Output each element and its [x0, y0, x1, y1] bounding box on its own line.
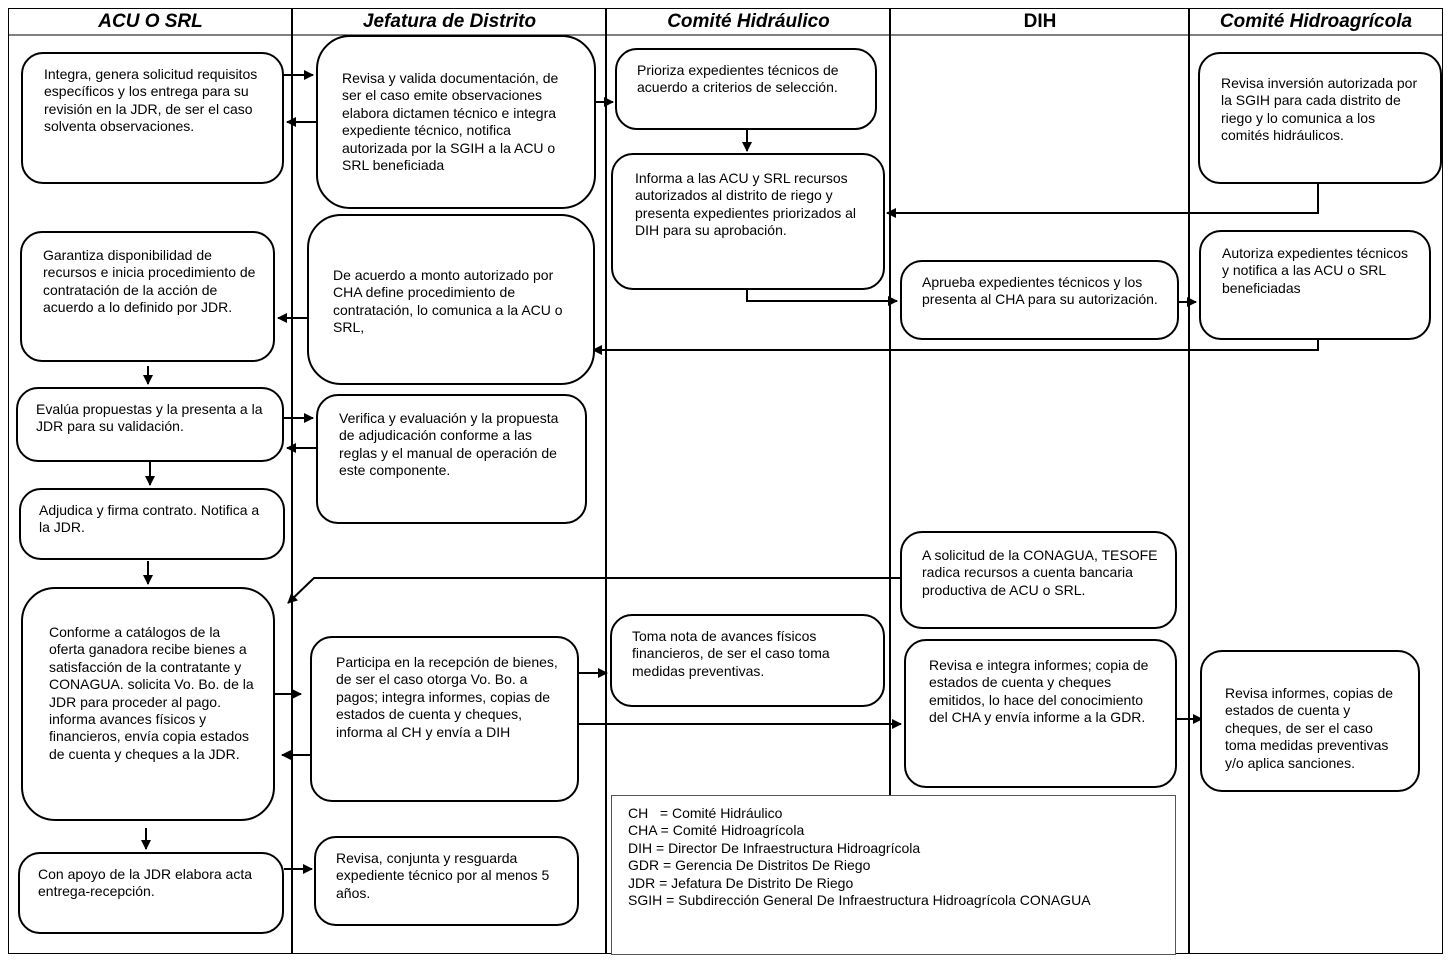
step-cha-autoriza: Autoriza expedientes técnicos y notifica… [1199, 230, 1431, 340]
arrow-dih-to-acu-conforme [287, 577, 900, 604]
step-jdr-revisa: Revisa y valida documentación, de ser el… [316, 35, 596, 209]
step-dih-integra: Revisa e integra informes; copia de esta… [904, 639, 1177, 788]
lane-header-dih: DIH [1023, 10, 1057, 32]
legend-line: DIH = Director De Infraestructura Hidroa… [628, 839, 921, 856]
step-jdr-monto: De acuerdo a monto autorizado por CHA de… [307, 214, 595, 385]
step-dih-solicitud: A solicitud de la CONAGUA, TESOFE radica… [900, 531, 1177, 629]
step-ch-toma: Toma nota de avances físicos financieros… [610, 614, 885, 707]
legend-line: CH = Comité Hidráulico [628, 805, 783, 821]
step-dih-aprueba: Aprueba expedientes técnicos y los prese… [900, 260, 1179, 340]
arrow-cha-to-ch [886, 184, 1319, 218]
step-jdr-resguarda: Revisa, conjunta y resguarda expediente … [314, 836, 579, 926]
legend-line: SGIH = Subdirección General De Infraestr… [628, 892, 1091, 909]
lane-header-ch: Comité Hidráulico [667, 10, 830, 32]
step-cha-informes: Revisa informes, copias de estados de cu… [1200, 650, 1420, 792]
step-ch-prioriza: Prioriza expedientes técnicos de acuerdo… [615, 48, 877, 130]
arrow-ch-to-dih [746, 290, 898, 306]
step-acu-garantiza: Garantiza disponibilidad de recursos e i… [20, 231, 275, 362]
arrow-cha-to-jdr [592, 340, 1319, 355]
legend-line: CHA = Comité Hidroagrícola [628, 822, 805, 839]
step-cha-inversion: Revisa inversión autorizada por la SGIH … [1198, 52, 1442, 184]
step-acu-conforme: Conforme a catálogos de la oferta ganado… [21, 587, 275, 821]
step-acu-apoyo: Con apoyo de la JDR elabora acta entrega… [18, 852, 284, 934]
step-ch-informa: Informa a las ACU y SRL recursos autoriz… [611, 153, 885, 290]
lane-header-acu: ACU O SRL [98, 10, 203, 32]
abbreviations-legend: CH = Comité Hidráulico CHA = Comité Hidr… [611, 795, 1176, 955]
step-acu-evalua: Evalúa propuestas y la presenta a la JDR… [16, 387, 284, 462]
step-acu-integra: Integra, genera solicitud requisitos esp… [21, 52, 284, 184]
step-acu-adjudica: Adjudica y firma contrato. Notifica a la… [19, 488, 285, 560]
connectors [141, 70, 1319, 874]
legend-line: GDR = Gerencia De Distritos De Riego [628, 857, 871, 874]
legend-line: JDR = Jefatura De Distrito De Riego [628, 874, 854, 891]
lane-header-jdr: Jefatura de Distrito [362, 10, 537, 32]
lane-header-cha: Comité Hidroagrícola [1219, 10, 1413, 32]
step-jdr-participa: Participa en la recepción de bienes, de … [310, 636, 579, 802]
step-jdr-verifica: Verifica y evaluación y la propuesta de … [316, 394, 587, 524]
